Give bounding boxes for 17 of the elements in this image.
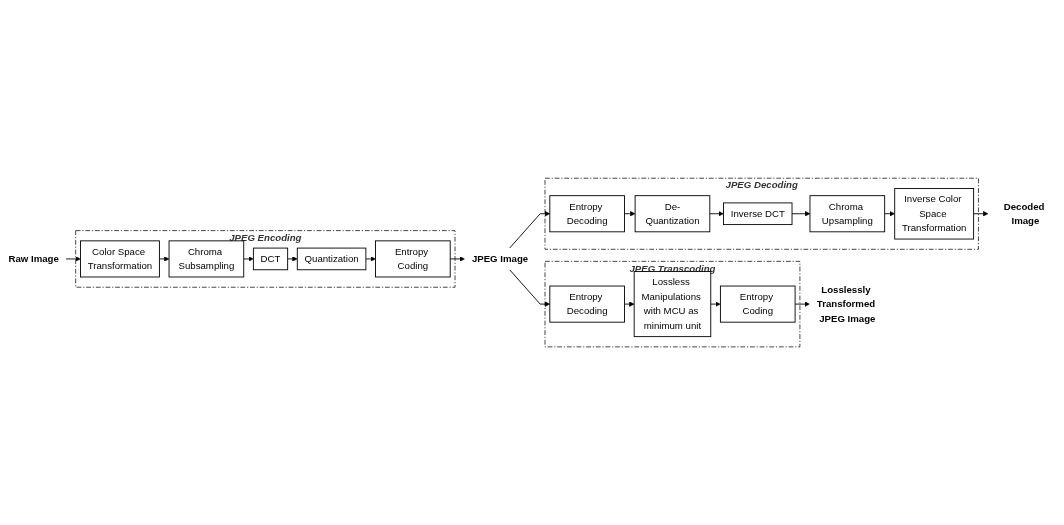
node-box: Lossless Manipulations with MCU as minimum unit xyxy=(633,271,712,338)
node-box: Inverse DCT xyxy=(723,202,793,225)
node-box: De-Quantization xyxy=(634,195,711,233)
node-box: DCT xyxy=(252,247,289,271)
node-box: Quantization xyxy=(296,247,367,271)
node-box: Chroma Upsampling xyxy=(809,195,886,233)
node-text: JPEG Image xyxy=(471,253,529,264)
node-box: Chroma Subsampling xyxy=(168,240,245,278)
node-text: Raw Image xyxy=(8,253,59,264)
node-box: Entropy Coding xyxy=(719,285,796,323)
node-box: Color Space Transformation xyxy=(80,240,160,278)
node-box: Inverse Color Space Transformation xyxy=(894,187,975,240)
node-box: Entropy Coding xyxy=(375,240,451,278)
node-box: Entropy Decoding xyxy=(549,195,625,233)
node-text: Losslessly Transformed JPEG Image xyxy=(816,284,876,324)
node-text: Decoded Image xyxy=(1003,201,1045,226)
node-box: Entropy Decoding xyxy=(549,285,625,323)
